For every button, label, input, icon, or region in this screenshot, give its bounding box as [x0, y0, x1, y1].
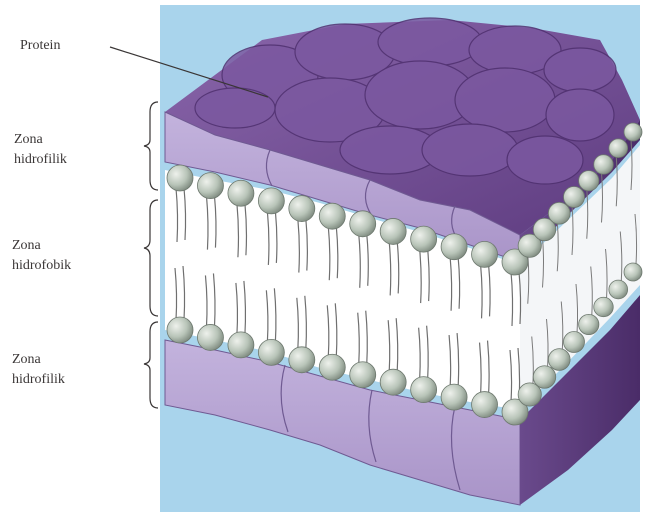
phospholipid-head — [228, 332, 254, 358]
phospholipid-head — [548, 202, 570, 224]
bracket-hydrophobic — [144, 200, 158, 316]
phospholipid-head — [594, 297, 614, 317]
phospholipid-head — [579, 314, 599, 334]
phospholipid-head — [380, 369, 406, 395]
phospholipid-head — [258, 339, 284, 365]
phospholipid-head — [609, 280, 628, 299]
phospholipid-head — [548, 349, 570, 371]
zone-bottom-line2: hidrofilik — [12, 370, 65, 390]
zone-top-line1: Zona — [14, 130, 67, 150]
phospholipid-head — [624, 123, 642, 141]
phospholipid-head — [411, 377, 437, 403]
zone-top-line2: hidrofilik — [14, 150, 67, 170]
phospholipid-head — [197, 173, 223, 199]
phospholipid-head — [624, 263, 642, 281]
phospholipid-head — [533, 366, 556, 389]
zone-bottom-line1: Zona — [12, 350, 65, 370]
phospholipid-head — [411, 226, 437, 252]
phospholipid-head — [197, 324, 223, 350]
phospholipid-head — [441, 384, 467, 410]
phospholipid-head — [472, 241, 498, 267]
phospholipid-head — [289, 196, 315, 222]
phospholipid-head — [609, 139, 628, 158]
phospholipid-head — [564, 187, 585, 208]
phospholipid-head — [350, 211, 376, 237]
bracket-hydrophilic-top — [144, 102, 158, 190]
phospholipid-head — [472, 392, 498, 418]
phospholipid-head — [380, 218, 406, 244]
zone-middle-label: Zona hidrofobik — [12, 236, 71, 276]
phospholipid-head — [319, 203, 345, 229]
protein-label: Protein — [20, 36, 60, 56]
zone-top-label: Zona hidrofilik — [14, 130, 67, 170]
phospholipid-head — [167, 165, 193, 191]
protein-label-text: Protein — [20, 38, 60, 53]
phospholipid-head — [319, 354, 345, 380]
phospholipid-head — [167, 317, 193, 343]
phospholipid-head — [579, 171, 599, 191]
zone-bottom-label: Zona hidrofilik — [12, 350, 65, 390]
phospholipid-head — [289, 347, 315, 373]
bracket-hydrophilic-bottom — [144, 322, 158, 408]
phospholipid-head — [441, 234, 467, 260]
phospholipid-head — [228, 180, 254, 206]
phospholipid-head — [594, 155, 614, 175]
zone-middle-line1: Zona — [12, 236, 71, 256]
phospholipid-head — [258, 188, 284, 214]
phospholipid-head — [350, 362, 376, 388]
zone-middle-line2: hidrofobik — [12, 256, 71, 276]
phospholipid-head — [564, 332, 585, 353]
